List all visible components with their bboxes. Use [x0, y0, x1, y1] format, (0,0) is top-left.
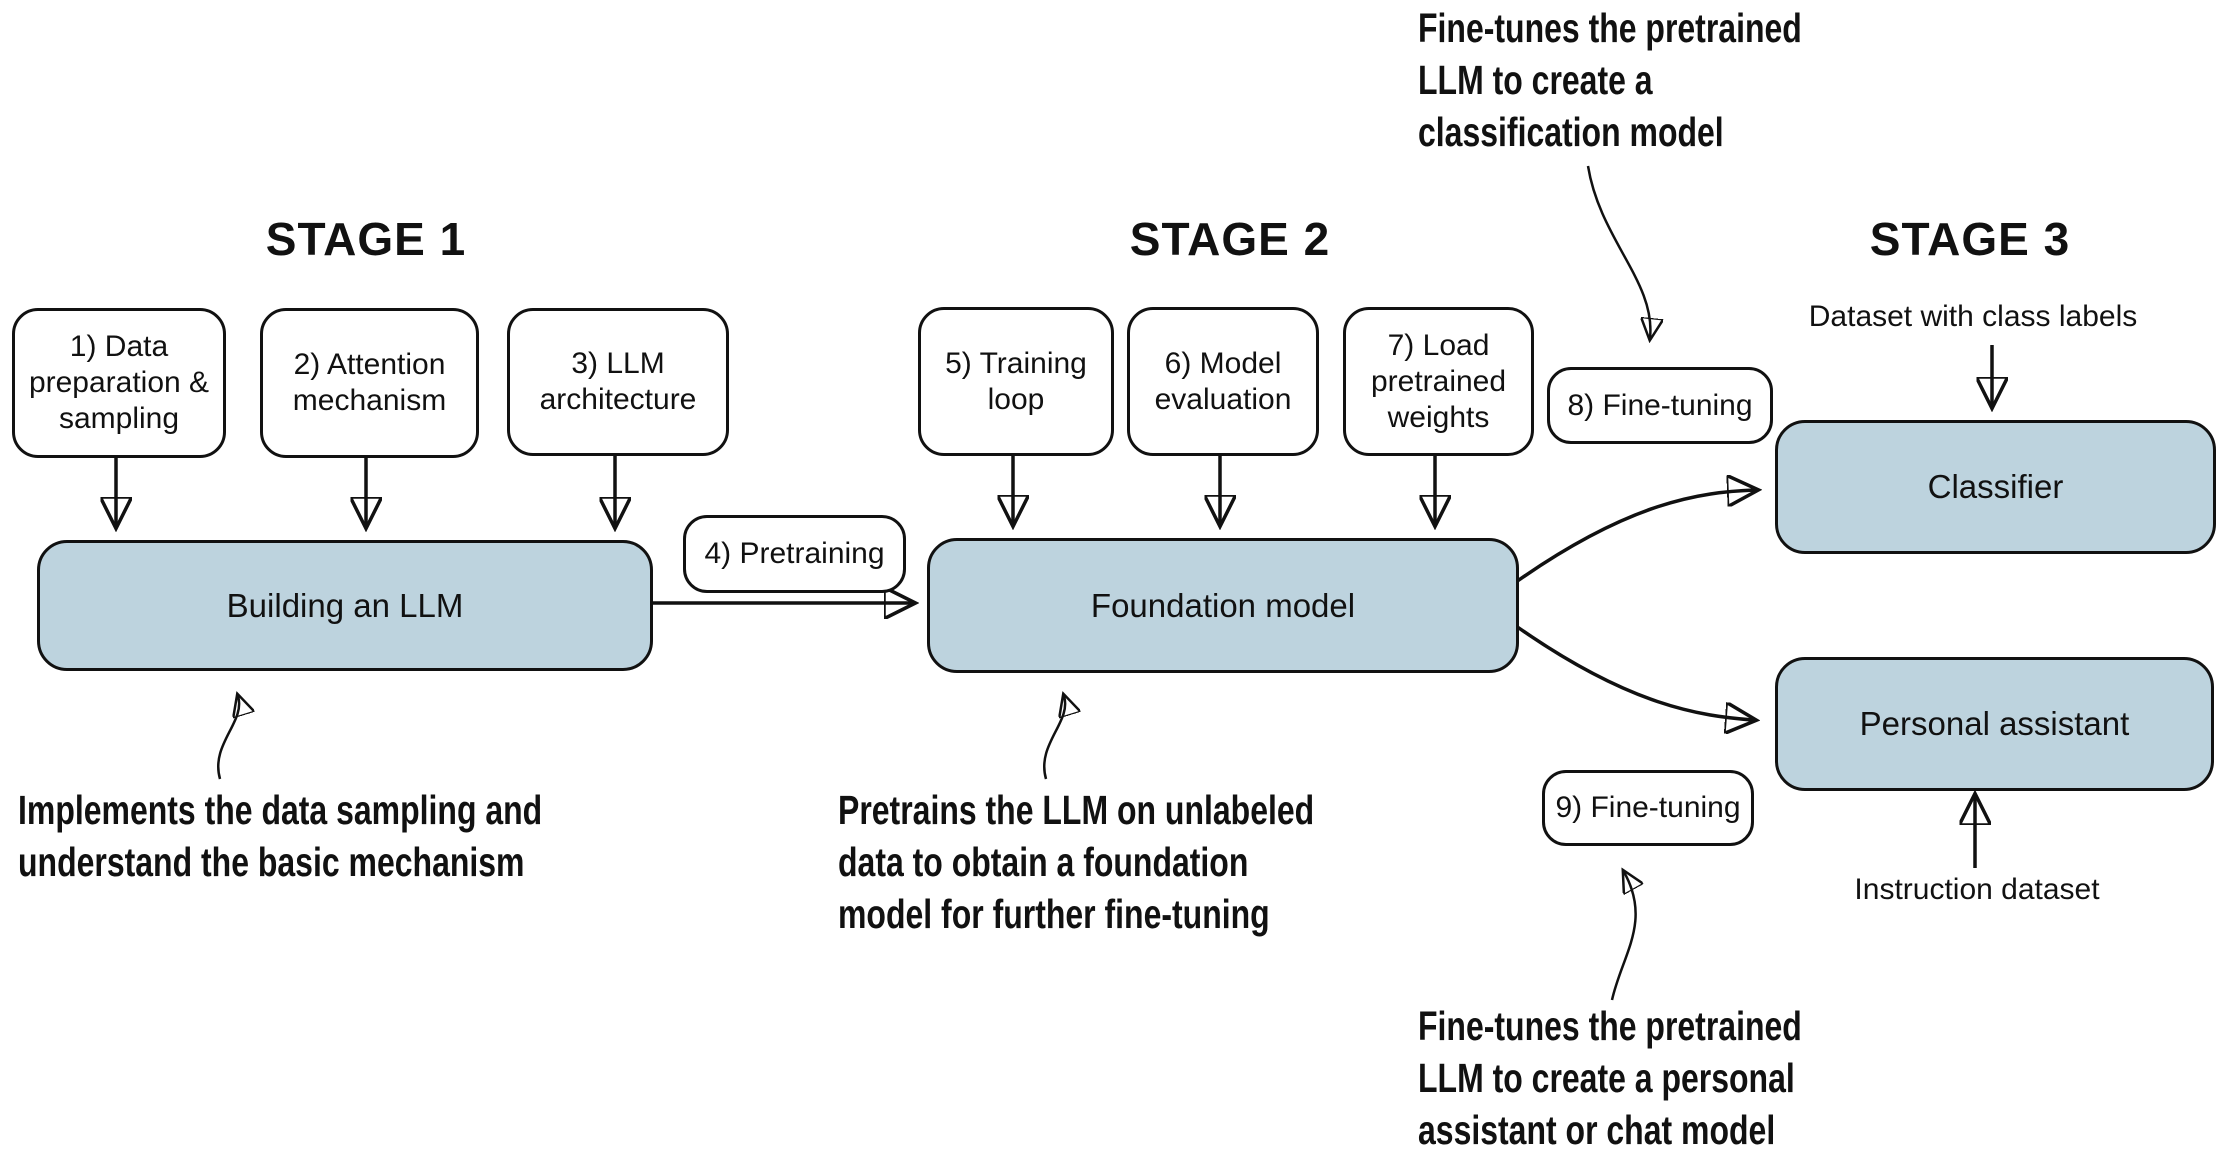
arrow-foundation-to-classifier [1514, 490, 1755, 584]
pointer-assistant-annotation-to-step9 [1610, 872, 1636, 1001]
step-box-load-pretrained-weights: 7) Load pretrained weights [1343, 307, 1534, 456]
pointer-implements-annotation-to-building [217, 696, 239, 780]
annotation-pretrains-unlabeled: Pretrains the LLM on unlabeled data to o… [838, 787, 1315, 937]
step-box-data-preparation: 1) Data preparation & sampling [12, 308, 226, 458]
step-box-model-evaluation: 6) Model evaluation [1127, 307, 1319, 456]
pointer-classification-annotation-to-step8 [1586, 165, 1650, 338]
stage1-heading: STAGE 1 [265, 213, 467, 265]
personal-assistant-box: Personal assistant [1775, 657, 2214, 791]
annotation-implements-sampling: Implements the data sampling and underst… [18, 787, 543, 885]
arrow-foundation-to-assistant [1514, 624, 1753, 720]
stage3-heading: STAGE 3 [1869, 213, 2071, 265]
foundation-model-box: Foundation model [927, 538, 1519, 673]
instruction-dataset-text: Instruction dataset [1854, 873, 2100, 906]
step-box-attention-mechanism: 2) Attention mechanism [260, 308, 479, 458]
stage2-heading: STAGE 2 [1129, 213, 1331, 265]
dataset-class-labels-text: Dataset with class labels [1808, 300, 2138, 333]
step-box-llm-architecture: 3) LLM architecture [507, 308, 729, 456]
pointer-pretrains-annotation-to-foundation [1043, 696, 1065, 780]
pill-finetuning-8: 8) Fine-tuning [1547, 367, 1773, 444]
pill-pretraining: 4) Pretraining [683, 515, 906, 593]
building-llm-box: Building an LLM [37, 540, 653, 671]
step-box-training-loop: 5) Training loop [918, 307, 1114, 456]
annotation-finetune-assistant: Fine-tunes the pretrained LLM to create … [1418, 1003, 1802, 1153]
classifier-box: Classifier [1775, 420, 2216, 554]
pill-finetuning-9: 9) Fine-tuning [1542, 770, 1754, 846]
annotation-finetune-classification: Fine-tunes the pretrained LLM to create … [1418, 5, 1802, 155]
